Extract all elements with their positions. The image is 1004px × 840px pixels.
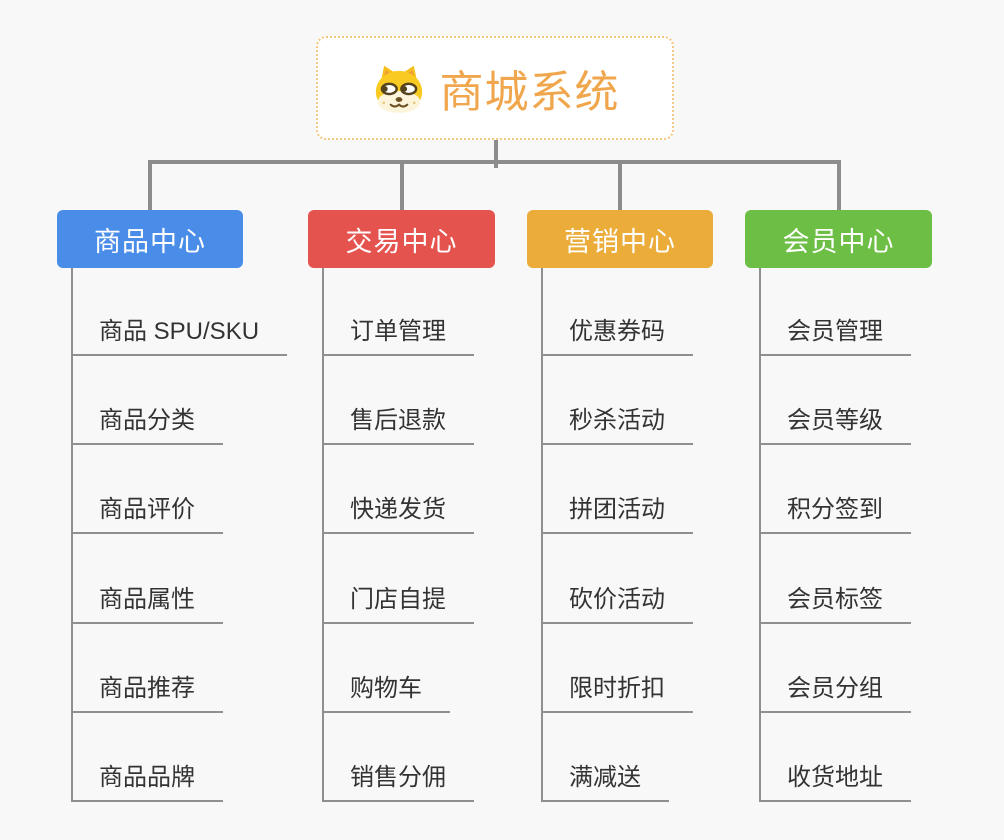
leaf-node[interactable]: 商品属性 — [71, 586, 223, 624]
leaf-label: 订单管理 — [350, 318, 446, 345]
child-line-connector — [71, 268, 73, 802]
leaf-label: 会员等级 — [787, 407, 883, 434]
branch-stem-connector — [399, 160, 404, 210]
branch-label: 营销中心 — [564, 226, 676, 257]
leaf-node[interactable]: 快递发货 — [322, 496, 474, 534]
leaf-node[interactable]: 砍价活动 — [541, 586, 693, 624]
leaf-label: 优惠券码 — [569, 318, 665, 345]
leaf-node[interactable]: 会员等级 — [759, 407, 911, 445]
leaf-label: 商品推荐 — [99, 675, 195, 702]
branch-label: 交易中心 — [345, 226, 458, 257]
leaf-label: 积分签到 — [787, 496, 883, 523]
branch-stem-connector — [148, 160, 152, 210]
leaf-label: 商品品牌 — [99, 764, 195, 791]
leaf-node[interactable]: 积分签到 — [759, 496, 911, 534]
leaf-node[interactable]: 门店自提 — [322, 586, 474, 624]
root-stem-connector — [493, 140, 498, 168]
leaf-label: 销售分佣 — [350, 764, 446, 791]
branch-node[interactable]: 交易中心 — [308, 210, 495, 268]
leaf-node[interactable]: 销售分佣 — [322, 764, 474, 802]
leaf-label: 会员标签 — [787, 586, 883, 613]
leaf-label: 门店自提 — [350, 586, 446, 613]
leaf-node[interactable]: 会员标签 — [759, 586, 911, 624]
leaf-node[interactable]: 会员管理 — [759, 318, 911, 356]
leaf-node[interactable]: 限时折扣 — [541, 675, 693, 713]
leaf-node[interactable]: 收货地址 — [759, 764, 911, 802]
branch-node[interactable]: 商品中心 — [57, 210, 243, 268]
leaf-node[interactable]: 商品分类 — [71, 407, 223, 445]
leaf-label: 商品属性 — [99, 586, 195, 613]
leaf-node[interactable]: 商品推荐 — [71, 675, 223, 713]
leaf-label: 拼团活动 — [569, 496, 665, 523]
branch-node[interactable]: 会员中心 — [745, 210, 932, 268]
leaf-node[interactable]: 订单管理 — [322, 318, 474, 356]
leaf-label: 售后退款 — [350, 407, 446, 434]
branch-stem-connector — [618, 160, 622, 210]
child-line-connector — [759, 268, 761, 802]
leaf-node[interactable]: 秒杀活动 — [541, 407, 693, 445]
leaf-node[interactable]: 会员分组 — [759, 675, 911, 713]
leaf-node[interactable]: 购物车 — [322, 675, 450, 713]
leaf-node[interactable]: 售后退款 — [322, 407, 474, 445]
leaf-label: 商品评价 — [99, 496, 195, 523]
leaf-node[interactable]: 优惠券码 — [541, 318, 693, 356]
dog-face-icon — [371, 63, 427, 113]
leaf-label: 秒杀活动 — [569, 407, 665, 434]
root-node[interactable]: 商城系统 — [316, 36, 674, 140]
leaf-label: 商品分类 — [99, 407, 195, 434]
child-line-connector — [322, 268, 324, 802]
leaf-label: 购物车 — [350, 675, 422, 702]
leaf-label: 快递发货 — [350, 496, 446, 523]
leaf-node[interactable]: 满减送 — [541, 764, 669, 802]
connector-bus — [148, 160, 841, 164]
leaf-node[interactable]: 拼团活动 — [541, 496, 693, 534]
leaf-label: 收货地址 — [787, 764, 883, 791]
branch-label: 商品中心 — [94, 226, 206, 257]
root-title: 商城系统 — [439, 68, 620, 117]
branch-node[interactable]: 营销中心 — [527, 210, 713, 268]
branch-stem-connector — [836, 160, 841, 210]
leaf-label: 会员分组 — [787, 675, 883, 702]
leaf-label: 限时折扣 — [569, 675, 665, 702]
leaf-label: 砍价活动 — [569, 586, 665, 613]
leaf-node[interactable]: 商品品牌 — [71, 764, 223, 802]
leaf-label: 商品 SPU/SKU — [99, 318, 260, 345]
branch-label: 会员中心 — [782, 226, 895, 257]
leaf-node[interactable]: 商品 SPU/SKU — [71, 318, 288, 356]
leaf-label: 满减送 — [569, 764, 641, 791]
leaf-label: 会员管理 — [787, 318, 883, 345]
child-line-connector — [541, 268, 543, 802]
leaf-node[interactable]: 商品评价 — [71, 496, 223, 534]
